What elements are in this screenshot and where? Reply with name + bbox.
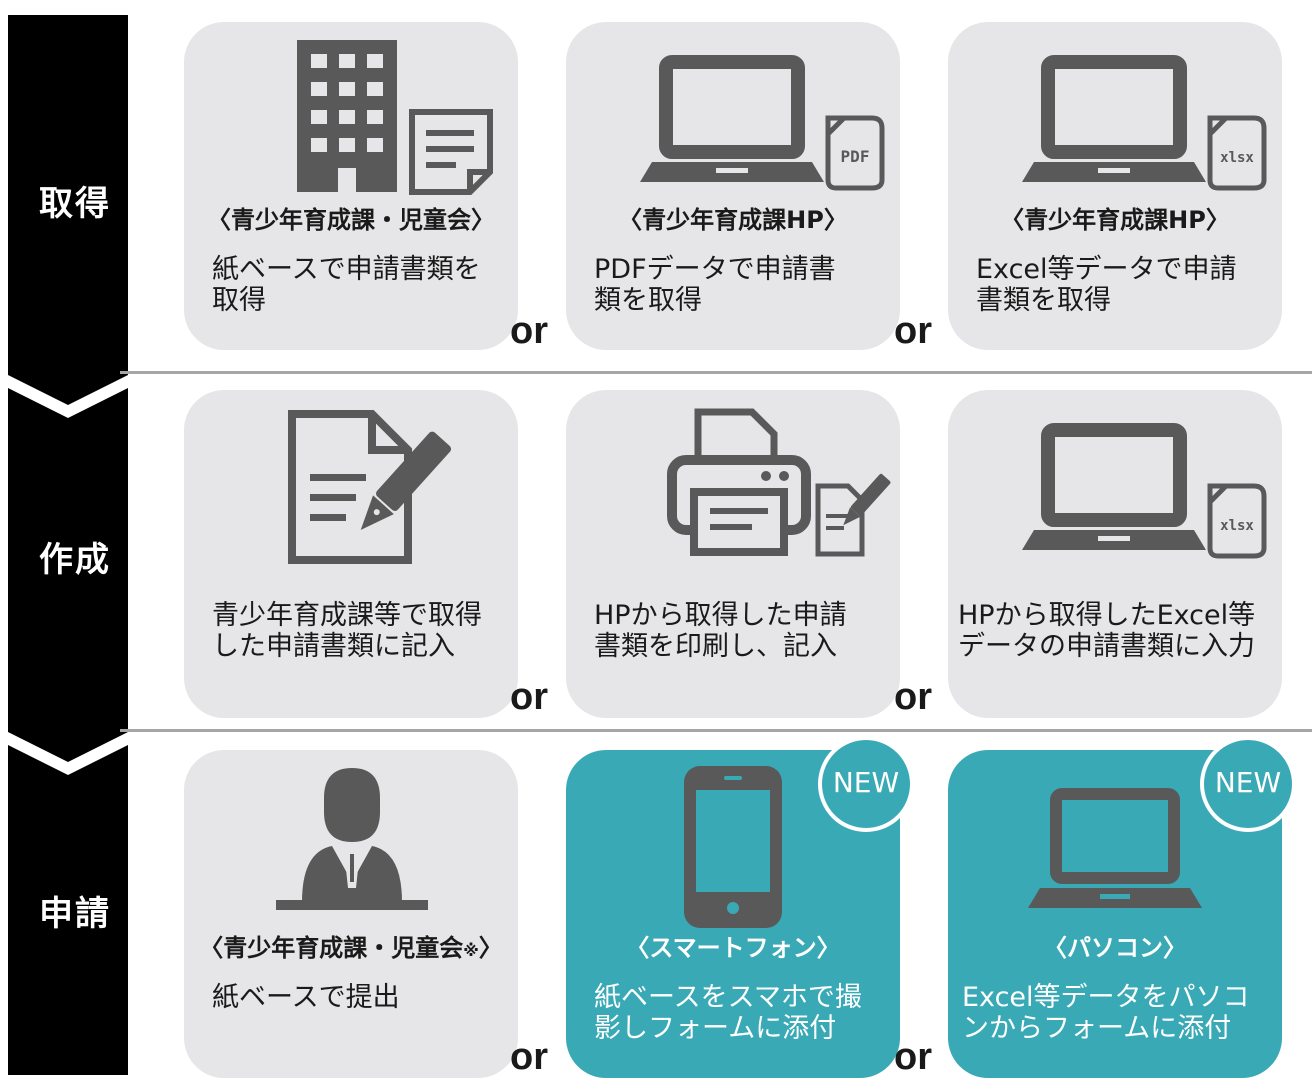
new-badge: NEW [818, 736, 914, 832]
card-create-excel: xlsx HPから取得したExcel等 データの申請書類に入力 [948, 390, 1282, 718]
card-body: HPから取得したExcel等 データの申請書類に入力 [958, 600, 1256, 662]
card-title: 〈パソコン〉 [1043, 934, 1187, 962]
step-arrow-1 [8, 15, 128, 405]
card-title: 〈青少年育成課・児童会〉 [207, 206, 495, 234]
card-title: 〈スマートフォン〉 [625, 934, 841, 962]
office-building-document-icon [297, 40, 493, 195]
card-acquire-excel: xlsx 〈青少年育成課HP〉 Excel等データで申請 書類を取得 [948, 22, 1282, 350]
laptop-xlsx-icon: xlsx [1022, 423, 1267, 559]
card-apply-smartphone: NEW 〈スマートフォン〉 紙ベースをスマホで撮 影しフォームに添付 [566, 736, 914, 1078]
step-label-create: 作成 [39, 540, 111, 580]
file-type-label: xlsx [1220, 150, 1254, 166]
laptop-pdf-icon: PDF [640, 55, 885, 191]
or-connector: or [894, 1036, 932, 1078]
card-body: 紙ベースで申請書類を 取得 [212, 254, 481, 316]
card-acquire-pdf: PDF 〈青少年育成課HP〉 PDFデータで申請書 類を取得 [566, 22, 900, 350]
card-create-print: HPから取得した申請 書類を印刷し、記入 [566, 390, 900, 718]
card-body: 紙ベースで提出 [212, 982, 400, 1013]
step-arrows [8, 15, 128, 1075]
counter-staff-icon [276, 768, 428, 910]
new-badge: NEW [1200, 736, 1296, 832]
or-connector: or [510, 676, 548, 718]
card-body: Excel等データをパソコ ンからフォームに添付 [962, 982, 1250, 1044]
step-arrow-3 [8, 745, 128, 1075]
or-connector: or [894, 676, 932, 718]
card-apply-pc: NEW 〈パソコン〉 Excel等データをパソコ ンからフォームに添付 [948, 736, 1296, 1078]
printer-document-pen-icon [667, 408, 891, 557]
card-body: PDFデータで申請書 類を取得 [594, 254, 836, 316]
smartphone-icon [684, 766, 782, 928]
card-body: 青少年育成課等で取得 した申請書類に記入 [212, 600, 482, 662]
laptop-icon [1028, 788, 1202, 908]
card-body: Excel等データで申請 書類を取得 [976, 254, 1237, 316]
card-create-handwrite: 青少年育成課等で取得 した申請書類に記入 [184, 390, 518, 718]
or-connector: or [510, 1036, 548, 1078]
step-arrow-2 [8, 388, 128, 762]
card-apply-counter: 〈青少年育成課・児童会※〉 紙ベースで提出 [184, 750, 518, 1078]
or-connector: or [894, 310, 932, 352]
card-title: 〈青少年育成課HP〉 [1000, 206, 1230, 234]
file-type-label: xlsx [1220, 518, 1254, 534]
card-body: HPから取得した申請 書類を印刷し、記入 [594, 600, 847, 662]
document-pen-icon [288, 410, 452, 564]
laptop-xlsx-icon: xlsx [1022, 55, 1267, 191]
card-title: 〈青少年育成課HP〉 [618, 206, 848, 234]
card-acquire-paper: 〈青少年育成課・児童会〉 紙ベースで申請書類を 取得 [184, 22, 518, 350]
row-divider-1 [120, 371, 1312, 374]
row-divider-2 [120, 729, 1312, 732]
process-steps: 取得 作成 申請 [0, 0, 140, 1083]
step-label-acquire: 取得 [39, 184, 111, 224]
file-type-label: PDF [841, 147, 870, 166]
card-body: 紙ベースをスマホで撮 影しフォームに添付 [594, 982, 862, 1044]
step-label-apply: 申請 [39, 894, 111, 934]
or-connector: or [510, 310, 548, 352]
card-title: 〈青少年育成課・児童会※〉 [199, 934, 503, 962]
note-mark: ※ [463, 941, 479, 960]
